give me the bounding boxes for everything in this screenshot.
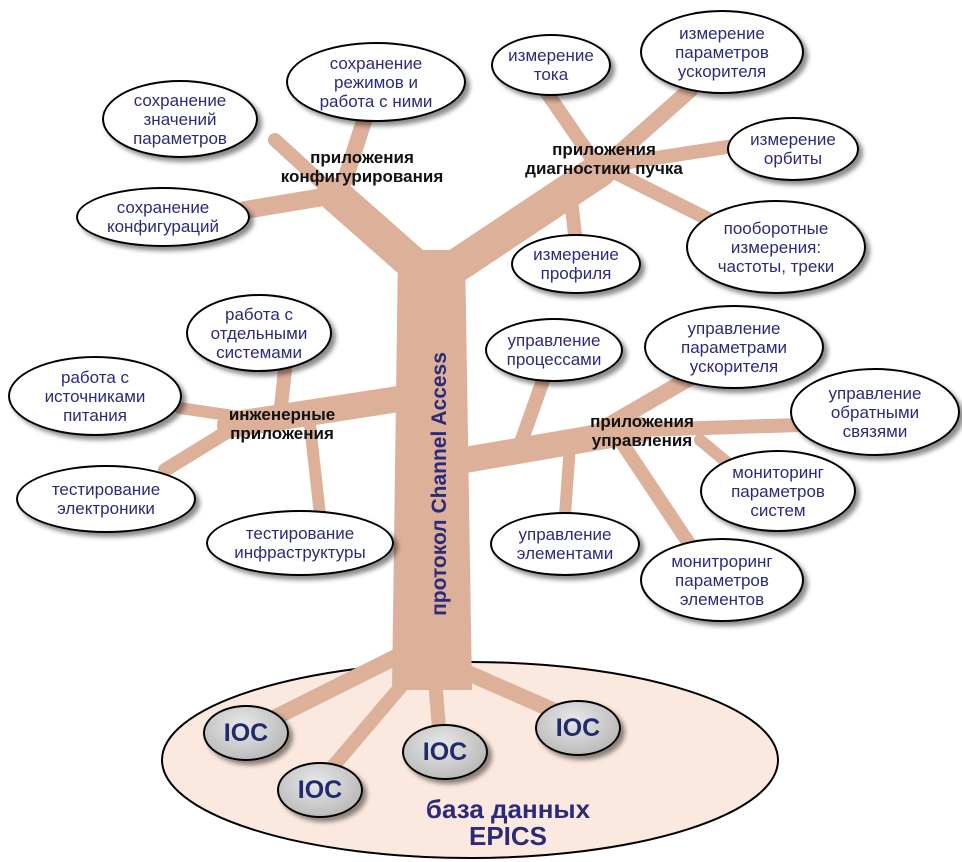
leaf-systems-text: работа с отдельными системами: [210, 304, 308, 362]
leaf-profile-text: измерение профиля: [533, 245, 619, 283]
leaf-electronics-text: тестирование электроники: [51, 480, 161, 518]
group-engineering: инженерные приложения: [228, 405, 336, 443]
leaf-orbit-text: измерение орбиты: [750, 130, 836, 168]
leaf-accelerator-params-text: управление параметрами ускорителя: [680, 318, 788, 376]
leaf-turn-by-turn: пооборотные измерения: частоты, треки: [686, 200, 866, 294]
leaf-configs-text: сохранение конфигураций: [106, 198, 220, 236]
leaf-accelerator-text: измерение параметров ускорителя: [675, 23, 769, 81]
leaf-power-text: работа с источниками питания: [44, 367, 146, 425]
group-configuration: приложения конфигурирования: [280, 148, 444, 186]
tree-branches: [158, 82, 807, 777]
leaf-accelerator-params: управление параметрами ускорителя: [644, 305, 824, 389]
leaf-processes: управление процессами: [485, 318, 623, 382]
group-control: приложения управления: [590, 412, 694, 450]
leaf-turn-by-turn-text: пооборотные измерения: частоты, треки: [717, 218, 835, 276]
leaf-current: измерение тока: [491, 34, 611, 96]
leaf-modes-text: сохранение режимов и работа с ними: [319, 53, 433, 111]
epics-database-label: база данных EPICS: [425, 794, 591, 851]
ioc-node-3: IOC: [402, 724, 488, 780]
leaf-monitoring-systems: мониторинг параметров систем: [700, 450, 856, 532]
ioc-node-4: IOC: [535, 700, 621, 756]
leaf-elements: управление элементами: [490, 512, 640, 576]
leaf-feedback-text: управление обратными связями: [828, 383, 922, 441]
leaf-systems: работа с отдельными системами: [186, 294, 332, 372]
leaf-values: сохранение значений параметров: [102, 80, 258, 158]
leaf-elements-text: управление элементами: [516, 525, 614, 563]
leaf-accelerator: измерение параметров ускорителя: [640, 10, 804, 94]
leaf-current-text: измерение тока: [508, 46, 594, 84]
leaf-infrastructure: тестирование инфраструктуры: [206, 510, 394, 576]
leaf-values-text: сохранение значений параметров: [133, 90, 227, 148]
leaf-feedback: управление обратными связями: [790, 368, 960, 456]
leaf-infrastructure-text: тестирование инфраструктуры: [234, 524, 366, 562]
leaf-power: работа с источниками питания: [8, 356, 182, 436]
leaf-configs: сохранение конфигураций: [76, 187, 250, 247]
leaf-monitoring-elements-text: монитроринг параметров элементов: [671, 551, 773, 609]
leaf-monitoring-elements: монитроринг параметров элементов: [640, 538, 804, 622]
leaf-orbit: измерение орбиты: [727, 117, 859, 181]
ioc-node-2: IOC: [277, 762, 363, 818]
group-beam-diagnostics: приложения диагностики пучка: [525, 140, 683, 178]
leaf-monitoring-systems-text: мониторинг параметров систем: [731, 462, 825, 520]
leaf-profile: измерение профиля: [511, 234, 641, 294]
channel-access-label: протокол Channel Access: [428, 352, 451, 616]
ioc-node-1: IOC: [203, 705, 289, 761]
leaf-modes: сохранение режимов и работа с ними: [286, 42, 466, 122]
leaf-processes-text: управление процессами: [506, 331, 602, 369]
leaf-electronics: тестирование электроники: [16, 465, 196, 533]
